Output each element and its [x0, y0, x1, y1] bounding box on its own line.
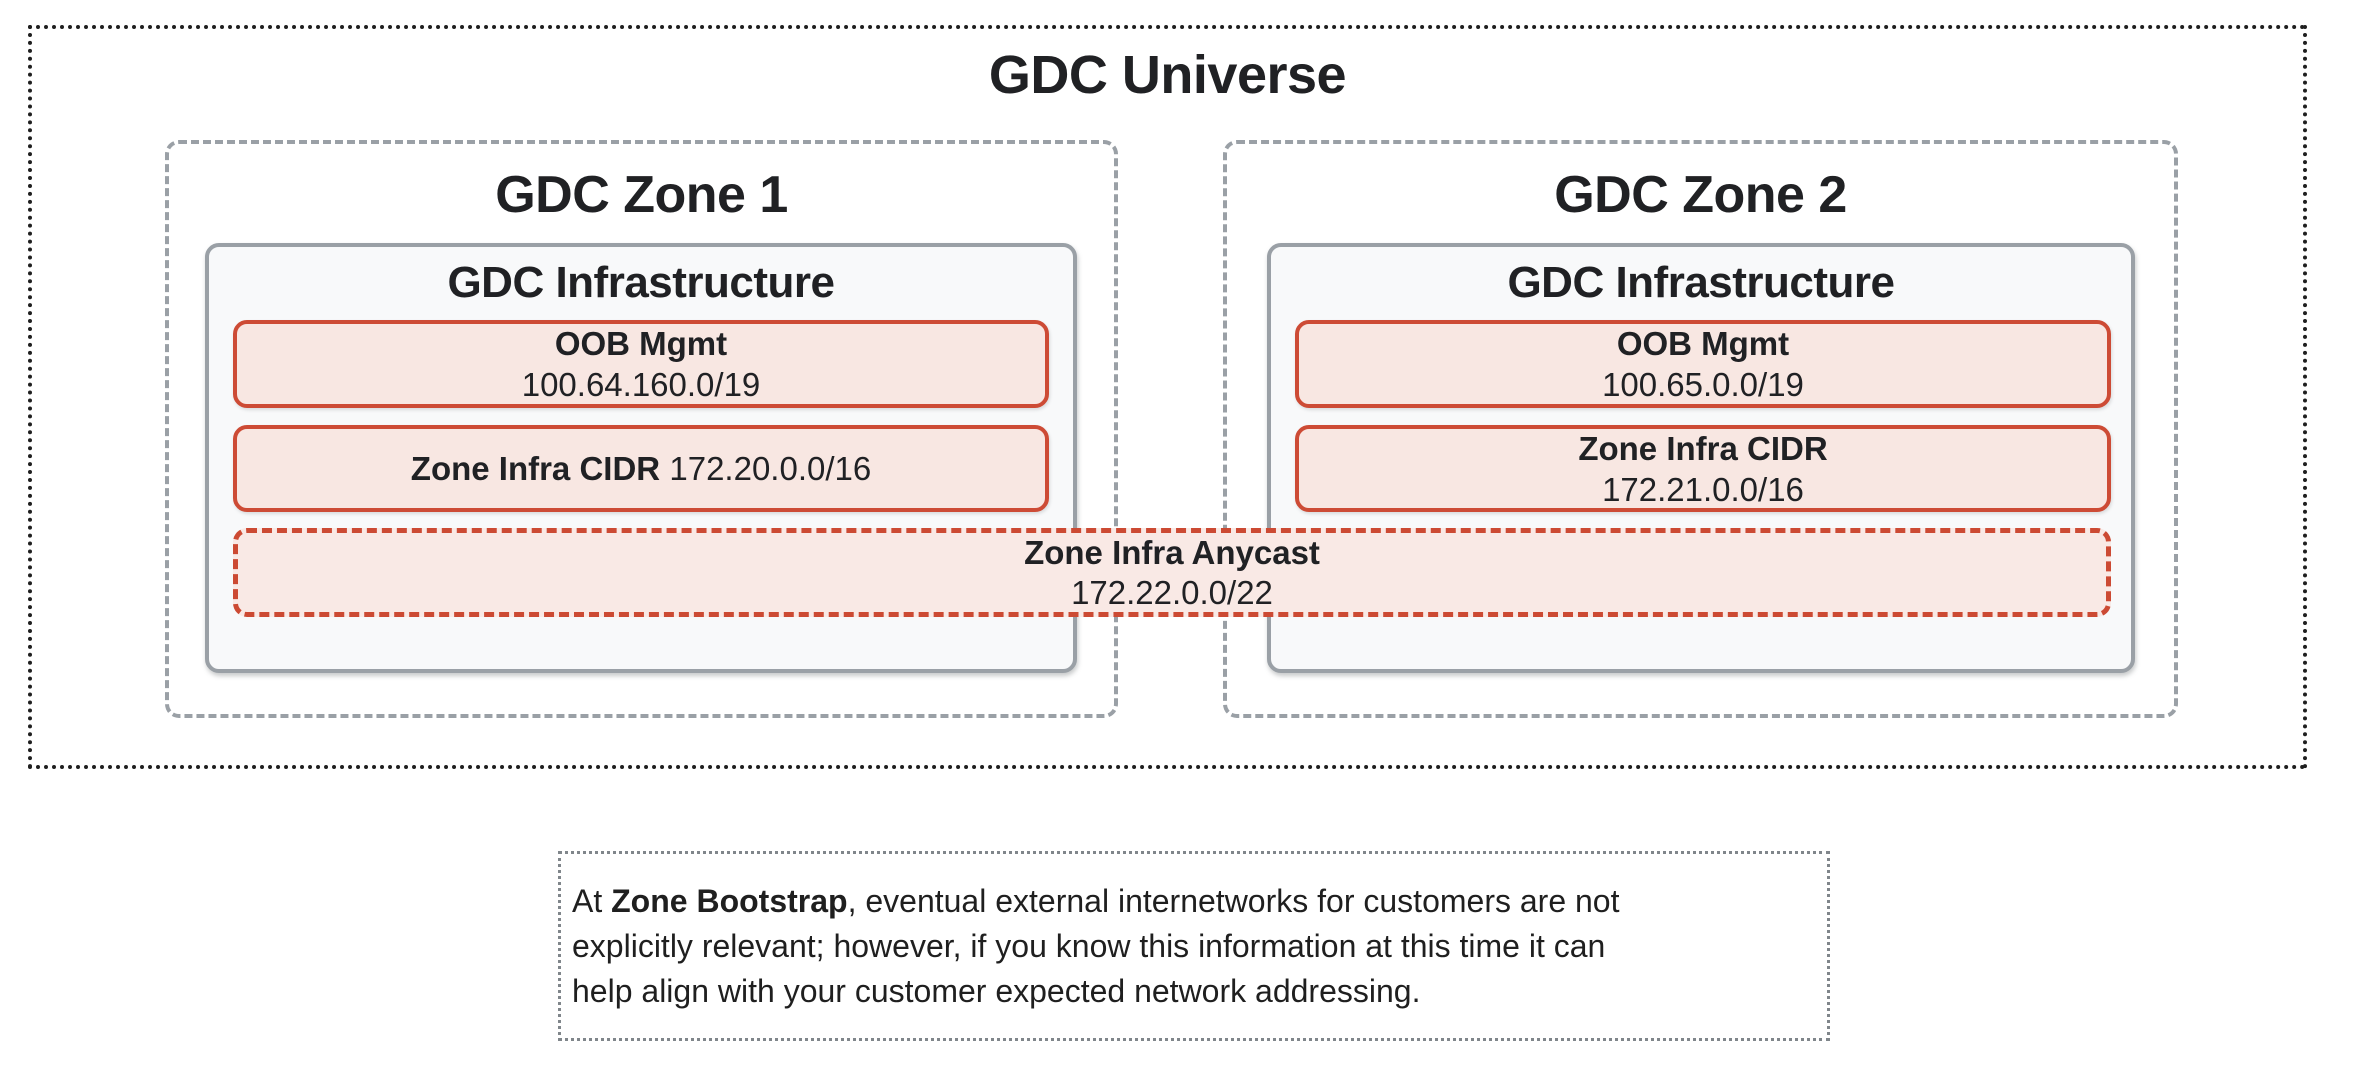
zone-2-infra-cidr-value: 172.21.0.0/16	[1602, 470, 1804, 508]
zone-1-infrastructure-title: GDC Infrastructure	[447, 258, 835, 307]
gdc-universe-box: GDC Universe GDC Zone 1 GDC Infrastructu…	[28, 25, 2307, 769]
zone-2-infra-cidr-box: Zone Infra CIDR 172.21.0.0/16	[1295, 425, 2111, 512]
zone-1-infra-cidr-label: Zone Infra CIDR	[410, 450, 661, 487]
note-line-1-post: , eventual external internetworks for cu…	[847, 882, 1620, 919]
zone-2-infrastructure-title: GDC Infrastructure	[1507, 258, 1895, 307]
universe-title: GDC Universe	[988, 45, 1347, 105]
zone-1-title: GDC Zone 1	[495, 166, 788, 224]
zone-1-oob-mgmt-label: OOB Mgmt	[554, 325, 728, 362]
note-line-1-bold: Zone Bootstrap	[611, 882, 848, 919]
note-line-3: help align with your customer expected n…	[572, 972, 1421, 1009]
zone-infra-anycast-box: Zone Infra Anycast 172.22.0.0/22	[233, 528, 2111, 617]
zone-1-oob-mgmt-cidr: 100.64.160.0/19	[521, 366, 761, 403]
note-line-1: At Zone Bootstrap, eventual external int…	[572, 879, 1819, 924]
zone-2-title: GDC Zone 2	[1554, 166, 1847, 224]
zone-2-oob-mgmt-label: OOB Mgmt	[1616, 325, 1790, 362]
note-line-2: explicitly relevant; however, if you kno…	[572, 927, 1606, 964]
zone-bootstrap-note-box: At Zone Bootstrap, eventual external int…	[558, 851, 1830, 1041]
zone-2-infra-cidr-label: Zone Infra CIDR	[1578, 429, 1828, 467]
zone-1-oob-mgmt-box: OOB Mgmt 100.64.160.0/19	[233, 320, 1049, 408]
gdc-zone-2-box: GDC Zone 2 GDC Infrastructure OOB Mgmt 1…	[1223, 140, 2178, 718]
zone-infra-anycast-label: Zone Infra Anycast	[1024, 533, 1320, 571]
note-line-1-pre: At	[572, 882, 612, 919]
zone-1-infra-cidr-value: 172.20.0.0/16	[669, 450, 872, 487]
zone-2-oob-mgmt-cidr: 100.65.0.0/19	[1602, 366, 1804, 403]
zone-infra-anycast-cidr: 172.22.0.0/22	[1071, 573, 1273, 611]
zone-2-oob-mgmt-box: OOB Mgmt 100.65.0.0/19	[1295, 320, 2111, 408]
gdc-zone-1-box: GDC Zone 1 GDC Infrastructure OOB Mgmt 1…	[165, 140, 1118, 718]
